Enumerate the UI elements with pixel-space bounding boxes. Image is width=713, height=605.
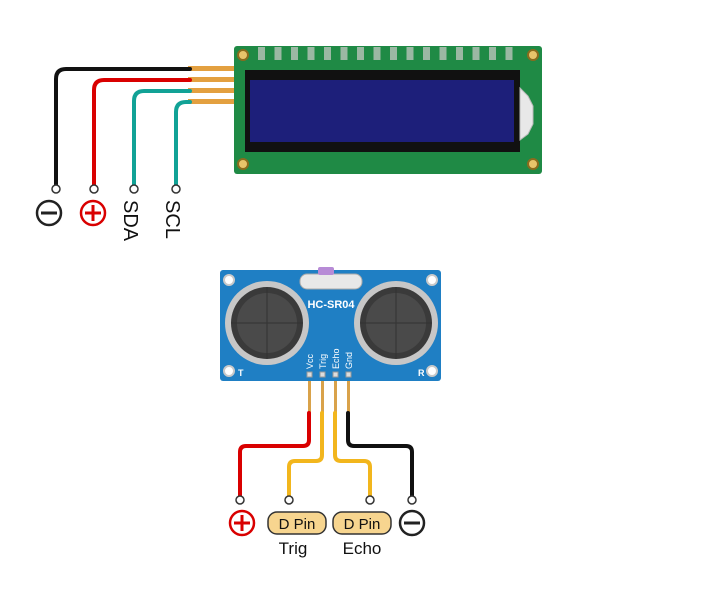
lcd-header-pad bbox=[324, 47, 331, 60]
trig-caption: Trig bbox=[279, 539, 308, 558]
lcd-wires bbox=[54, 67, 192, 187]
lcd-wire-vcc bbox=[92, 78, 192, 187]
echo-caption: Echo bbox=[343, 539, 382, 558]
lcd-terminals bbox=[51, 184, 181, 194]
svg-text:D Pin: D Pin bbox=[344, 516, 381, 533]
sensor-gnd-symbol bbox=[398, 509, 426, 537]
lcd-screen bbox=[250, 80, 514, 142]
sensor-terminals bbox=[235, 495, 417, 505]
crystal bbox=[299, 273, 363, 290]
sensor-pin-pads bbox=[306, 371, 352, 378]
lcd-header-pad bbox=[472, 47, 480, 60]
sensor-header-pins bbox=[308, 381, 350, 413]
lcd-sda-label: SDA bbox=[119, 200, 141, 242]
receiver-label: R bbox=[418, 368, 425, 378]
lcd-header-pad bbox=[274, 47, 282, 60]
lcd-header-pad bbox=[307, 47, 315, 60]
sensor-wire-echo bbox=[333, 411, 372, 499]
lcd-header-pad bbox=[340, 47, 348, 60]
lcd-module bbox=[188, 46, 542, 174]
sensor-wire-gnd bbox=[346, 411, 414, 499]
sensor-pin-label-trig: Trig bbox=[318, 354, 328, 369]
lcd-header-pad bbox=[489, 47, 496, 60]
sensor-pin-label-echo: Echo bbox=[331, 348, 341, 369]
lcd-vcc-symbol bbox=[79, 199, 107, 227]
sensor-wire-vcc bbox=[238, 411, 311, 499]
sensor-model-label: HC-SR04 bbox=[307, 299, 355, 311]
lcd-header-pad bbox=[291, 47, 298, 60]
lcd-header-pad bbox=[423, 47, 430, 60]
svg-text:D Pin: D Pin bbox=[279, 516, 316, 533]
sensor-pin-label-vcc: Vcc bbox=[305, 353, 315, 369]
lcd-top-header bbox=[258, 47, 513, 60]
lcd-wire-scl bbox=[174, 100, 192, 187]
sensor-wire-trig bbox=[287, 411, 324, 499]
lcd-header-pad bbox=[258, 47, 265, 60]
transmitter-label: T bbox=[238, 368, 244, 378]
lcd-wire-gnd bbox=[54, 67, 192, 187]
lcd-header-pad bbox=[505, 47, 513, 60]
backlight-tab bbox=[519, 86, 534, 141]
sensor-vcc-symbol bbox=[228, 509, 256, 537]
lcd-header-pad bbox=[390, 47, 397, 60]
lcd-wire-sda bbox=[132, 89, 192, 187]
lcd-scl-label: SCL bbox=[161, 200, 183, 239]
sensor-pin-label-gnd: Gnd bbox=[344, 352, 354, 369]
lcd-header-pad bbox=[406, 47, 414, 60]
lcd-header-pad bbox=[373, 47, 381, 60]
lcd-gnd-symbol bbox=[35, 199, 63, 227]
receiver-transducer bbox=[354, 281, 438, 365]
echo-badge: D Pin bbox=[332, 511, 392, 535]
transmitter-transducer bbox=[225, 281, 309, 365]
lcd-header-pad bbox=[456, 47, 463, 60]
i2c-header-pins bbox=[188, 66, 236, 104]
lcd-pin-labels: SDA SCL bbox=[35, 199, 183, 242]
lcd-header-pad bbox=[357, 47, 364, 60]
sensor-wires bbox=[238, 411, 414, 499]
sensor-connection-labels: D Pin Trig D Pin Echo bbox=[228, 509, 426, 558]
trig-badge: D Pin bbox=[267, 511, 327, 535]
lcd-header-pad bbox=[439, 47, 447, 60]
